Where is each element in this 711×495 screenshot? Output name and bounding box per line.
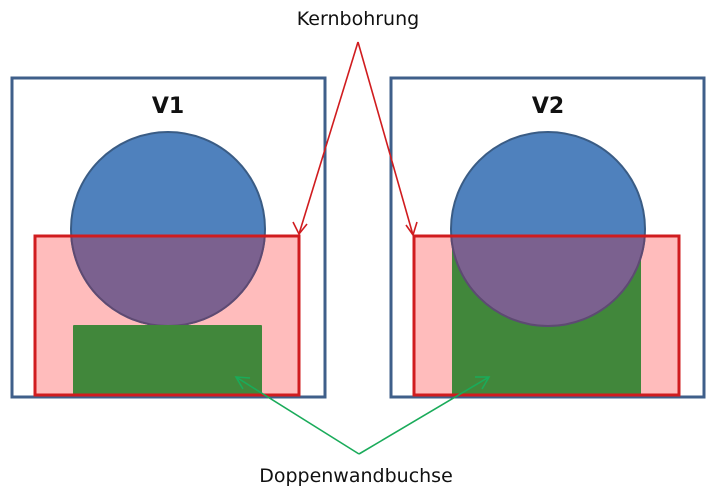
v1-bushing (73, 325, 262, 395)
label-kernbohrung: Kernbohrung (297, 8, 419, 30)
arrowhead-doppenwandbuchse-v1 (234, 376, 251, 390)
label-doppenwandbuchse: Doppenwandbuchse (259, 465, 453, 487)
v1-core-bore-outline (33, 234, 301, 397)
arrow-kernbohrung-to-v1 (298, 41, 359, 235)
arrow-kernbohrung (292, 41, 418, 237)
arrowhead-doppenwandbuchse-v2 (475, 376, 491, 390)
arrowhead-kernbohrung-v1 (292, 221, 308, 236)
variant-v1: V1 (10, 76, 327, 399)
arrowhead-kernbohrung-v2 (405, 221, 418, 237)
v2-title: V2 (532, 94, 564, 119)
v2-core-bore-outline (412, 234, 681, 397)
variant-v2: V2 (389, 76, 706, 399)
v2-circle-overlap (450, 236, 646, 327)
arrow-doppenwandbuchse-to-v2 (358, 376, 490, 455)
arrow-doppenwandbuchse-to-v1 (235, 376, 360, 455)
arrow-doppenwandbuchse (234, 376, 491, 455)
arrow-kernbohrung-to-v2 (357, 41, 414, 236)
v1-title: V1 (152, 94, 184, 119)
